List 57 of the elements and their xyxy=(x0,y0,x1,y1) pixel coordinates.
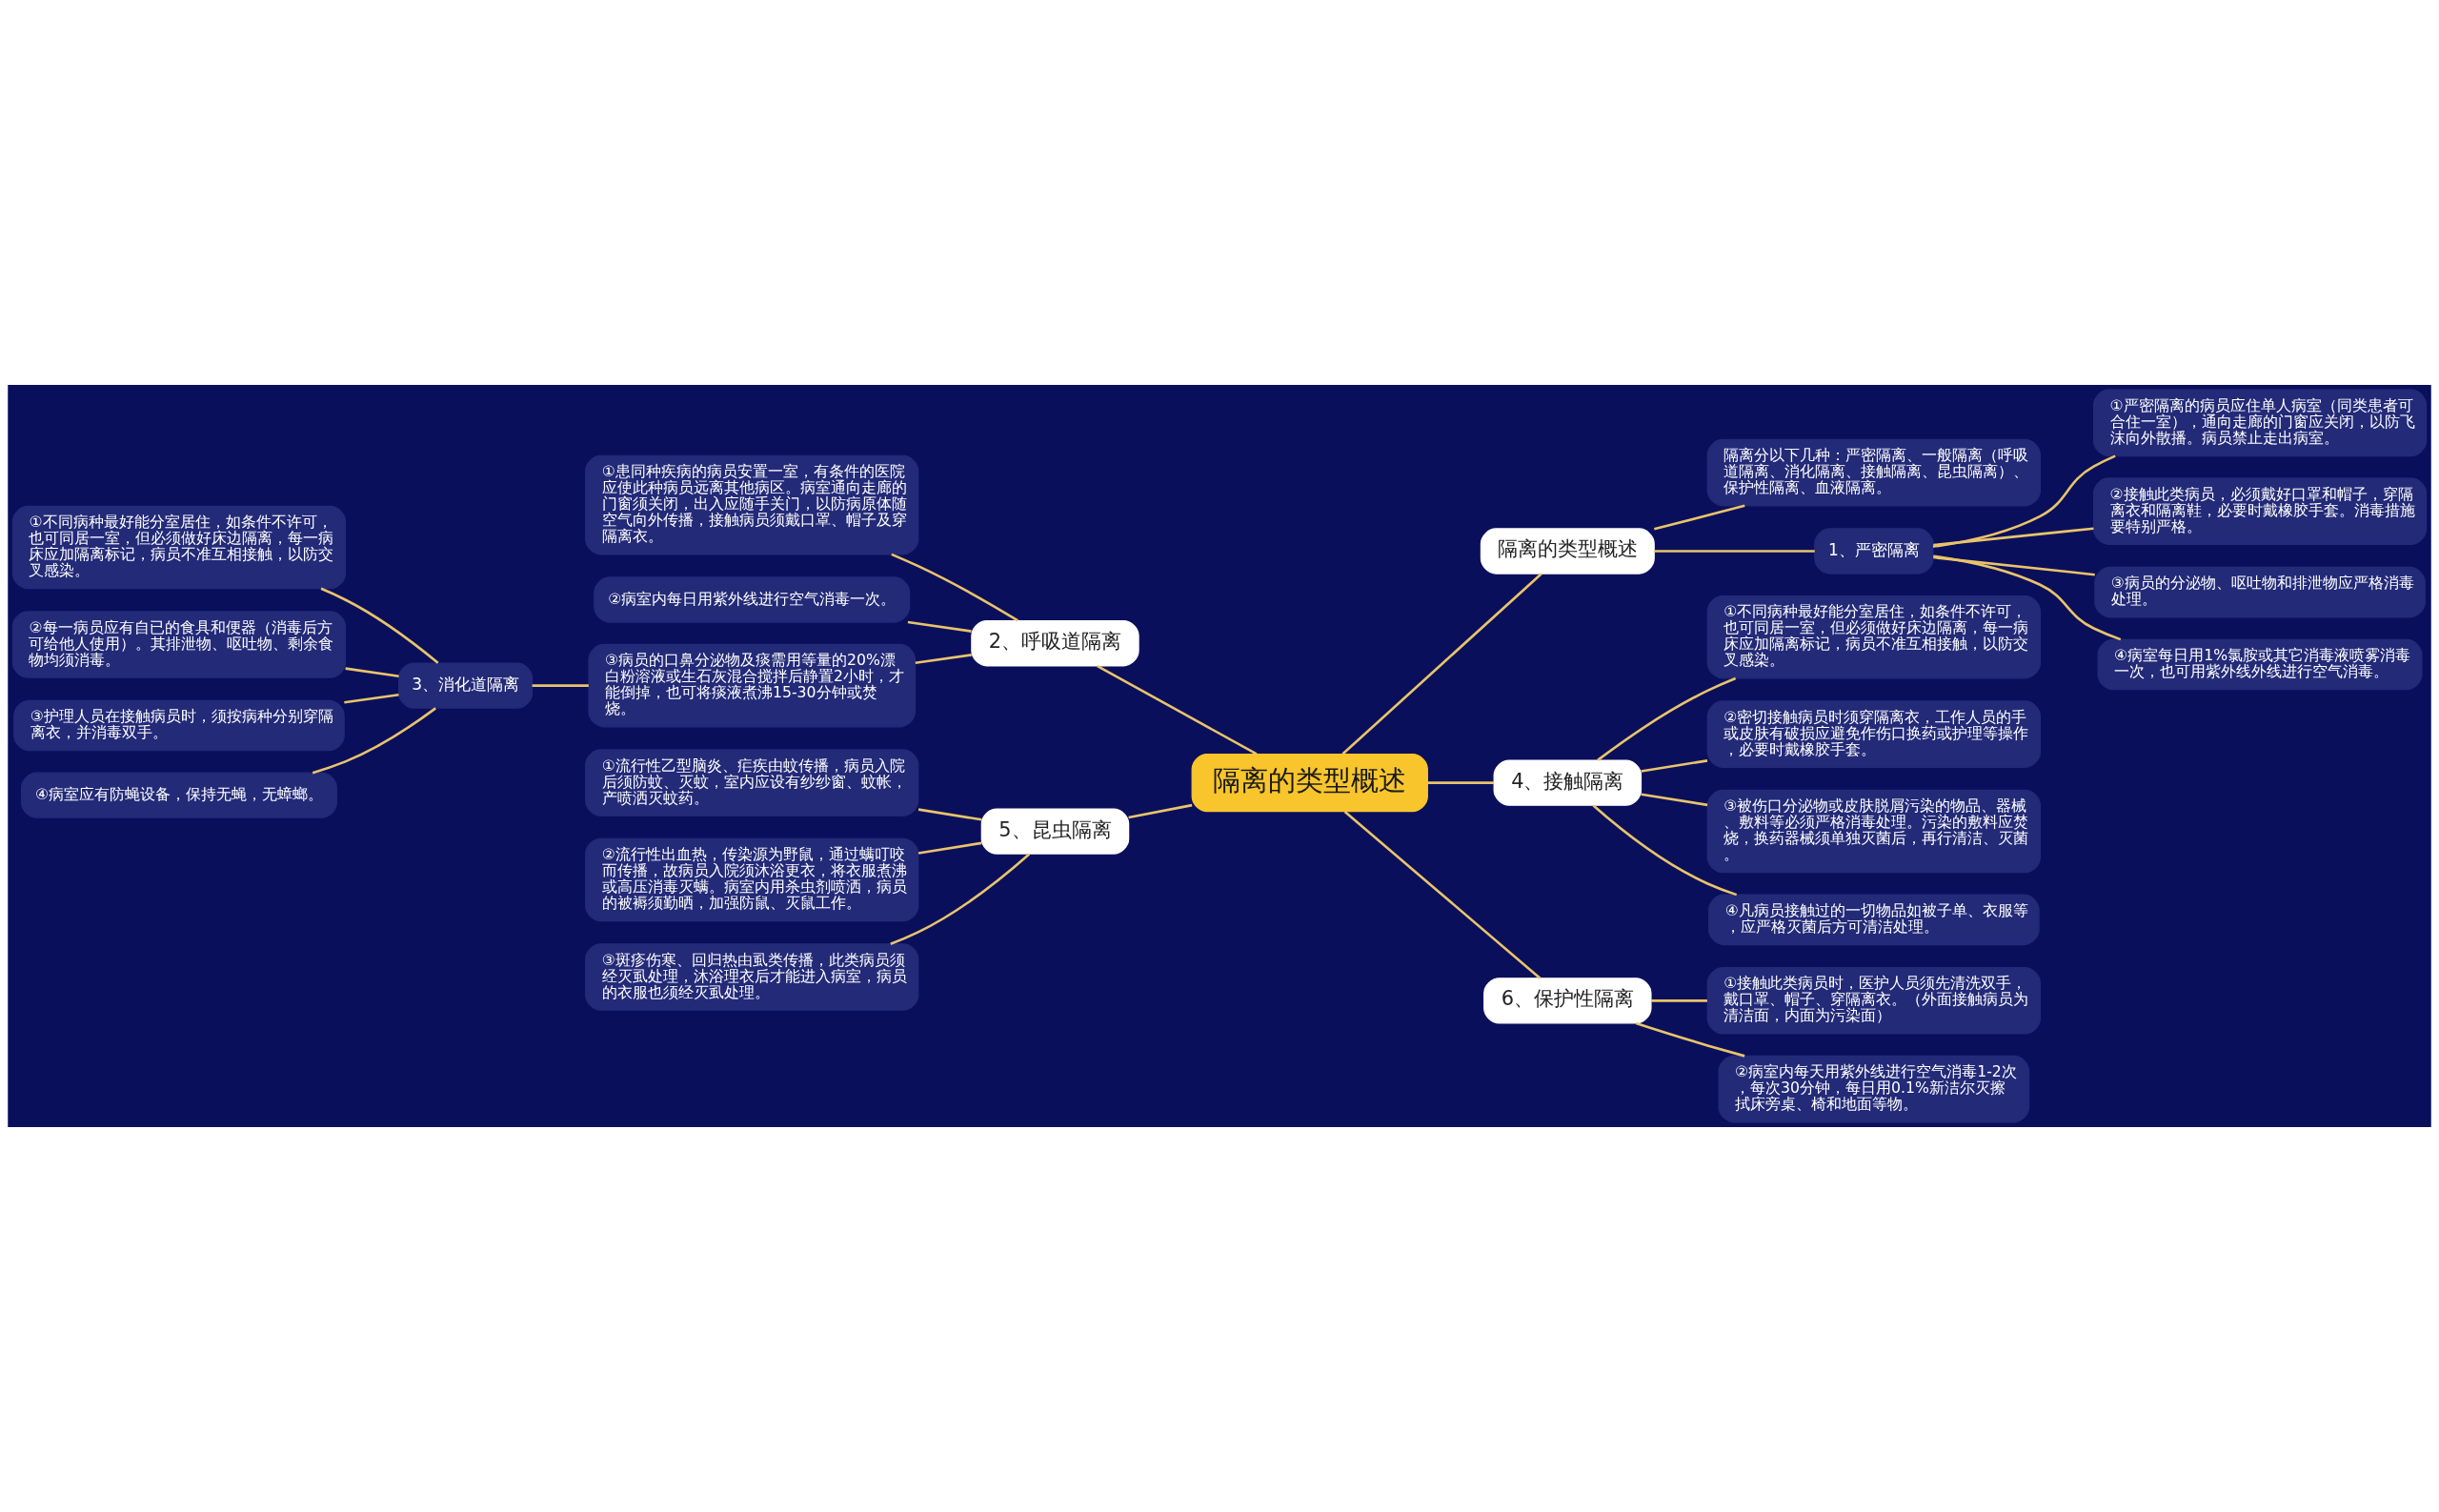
connector xyxy=(1597,676,1737,761)
connector xyxy=(1635,1021,1745,1058)
node-box: 5、昆虫隔离 xyxy=(980,808,1130,855)
connector xyxy=(1933,527,2094,547)
node-box: ④病室应有防蝇设备，保持无蝇，无蟑螂。 xyxy=(20,772,337,818)
node-box: 隔离的类型概述 xyxy=(1480,528,1655,575)
node-box: 6、保护性隔离 xyxy=(1483,978,1652,1024)
connector xyxy=(320,587,439,664)
connector xyxy=(312,707,436,775)
connector xyxy=(1933,555,2095,576)
node-box: ③被伤口分泌物或皮肤脱屑污染的物品、器械、敷料等必须严格消毒处理。污染的敷料应焚烧，换药器械须单独灭菌后，再行清洁、灭菌。 xyxy=(1706,789,2041,874)
node-box: ①患同种疾病的病员安置一室，有条件的医院应使此种病员远离其他病区。病室通向走廊的门窗须关闭，出入应随手关门，以防病原体随空气向外传播，接触病员须戴口罩、帽子及穿隔离衣。 xyxy=(585,454,919,555)
node-box: ③病员的分泌物、呕吐物和排泄物应严格消毒处理。 xyxy=(2094,566,2426,618)
node-box: ②病室内每天用紫外线进行空气消毒1-2次，每次30分钟，每日用0.1%新洁尔灭擦拭床旁桌、椅和地面等物。 xyxy=(1718,1055,2030,1123)
connector xyxy=(1427,781,1494,784)
connector xyxy=(344,694,399,704)
node-box: 隔离分以下几种：严密隔离、一般隔离（呼吸道隔离、消化隔离、接触隔离、昆虫隔离）、保护性隔离、血液隔离。 xyxy=(1706,438,2041,507)
node-box: 2、呼吸道隔离 xyxy=(971,620,1139,667)
connector xyxy=(1933,554,2122,641)
connector xyxy=(532,684,589,687)
connector xyxy=(1641,793,1708,807)
connector xyxy=(891,553,1019,622)
connector xyxy=(1128,803,1193,819)
node-box: 隔离的类型概述 xyxy=(1191,753,1428,813)
connector xyxy=(917,841,982,855)
node-box: ①不同病种最好能分室居住，如条件不许可，也可同居一室，但必须做好床边隔离，每一病床应加隔离标记，病员不准互相接触，以防交叉感染。 xyxy=(11,505,347,590)
node-box: ②密切接触病员时须穿隔离衣，工作人员的手或皮肤有破损应避免作伤口换药或护理等操作，必要时戴橡胶手套。 xyxy=(1706,700,2041,768)
node-box: ③护理人员在接触病员时，须按病种分别穿隔离衣，并消毒双手。 xyxy=(13,699,345,752)
node-box: ③斑疹伤寒、回归热由虱类传播，此类病员须经灭虱处理，沐浴理衣后才能进入病室，病员的衣服也须经灭虱处理。 xyxy=(585,943,919,1011)
node-box: ④病室每日用1%氯胺或其它消毒液喷雾消毒一次，也可用紫外线外线进行空气消毒。 xyxy=(2097,638,2423,691)
node-box: ①流行性乙型脑炎、疟疾由蚊传播，病员入院后须防蚊、灭蚊，室内应设有纱纱窗、蚊帐，产喷洒灭蚊药。 xyxy=(585,749,919,816)
connector xyxy=(1932,454,2116,549)
connector xyxy=(1650,999,1707,1002)
node-box: ①接触此类病员时，医护人员须先清洗双手，戴口罩、帽子、穿隔离衣。（外面接触病员为清洁面，内面为污染面） xyxy=(1706,967,2041,1035)
node-box: ②每一病员应有自已的食具和便器（消毒后方可给他人使用）。其排泄物、呕吐物、剩余食物均须消毒。 xyxy=(11,611,347,678)
connector xyxy=(1592,804,1738,897)
node-box: 4、接触隔离 xyxy=(1493,759,1643,806)
connector xyxy=(907,620,972,633)
connector xyxy=(1341,573,1542,756)
connector xyxy=(1097,664,1258,756)
node-box: ②病室内每日用紫外线进行空气消毒一次。 xyxy=(594,576,911,623)
connector xyxy=(1343,811,1542,979)
node-box: ④凡病员接触过的一切物品如被子单、衣服等，应严格灭菌后方可清洁处理。 xyxy=(1708,894,2040,946)
connector xyxy=(345,667,399,677)
node-box: 1、严密隔离 xyxy=(1814,528,1934,575)
connector xyxy=(1654,504,1745,531)
node-box: ①严密隔离的病员应住单人病室（同类患者可合住一室），通向走廊的门窗应关闭，以防飞沫向外散播。病员禁止走出病室。 xyxy=(2092,389,2428,457)
node-box: ②接触此类病员，必须戴好口罩和帽子，穿隔离衣和隔离鞋，必要时戴橡胶手套。消毒措施要特别严格。 xyxy=(2092,477,2428,545)
connector xyxy=(1654,550,1815,553)
connector xyxy=(917,808,982,821)
node-box: ①不同病种最好能分室居住，如条件不许可，也可同居一室，但必须做好床边隔离，每一病床应加隔离标记，病员不准互相接触，以防交叉感染。 xyxy=(1706,595,2041,679)
node-box: 3、消化道隔离 xyxy=(398,662,534,709)
node-box: ③病员的口鼻分泌物及痰需用等量的20%漂白粉溶液或生石灰混合搅拌后静置2小时，才能倒掉，也可将痰液煮沸15-30分钟或焚烧。 xyxy=(588,643,917,728)
connector xyxy=(890,853,1031,946)
node-box: ②流行性出血热，传染源为野鼠，通过螨叮咬而传播，故病员入院须沐浴更衣，将衣服煮沸或高压消毒灭螨。病室内用杀虫剂喷洒，病员的被褥须勤晒，加强防鼠、灭鼠工作。 xyxy=(585,837,919,922)
connector xyxy=(1641,759,1708,773)
connector xyxy=(915,654,972,664)
